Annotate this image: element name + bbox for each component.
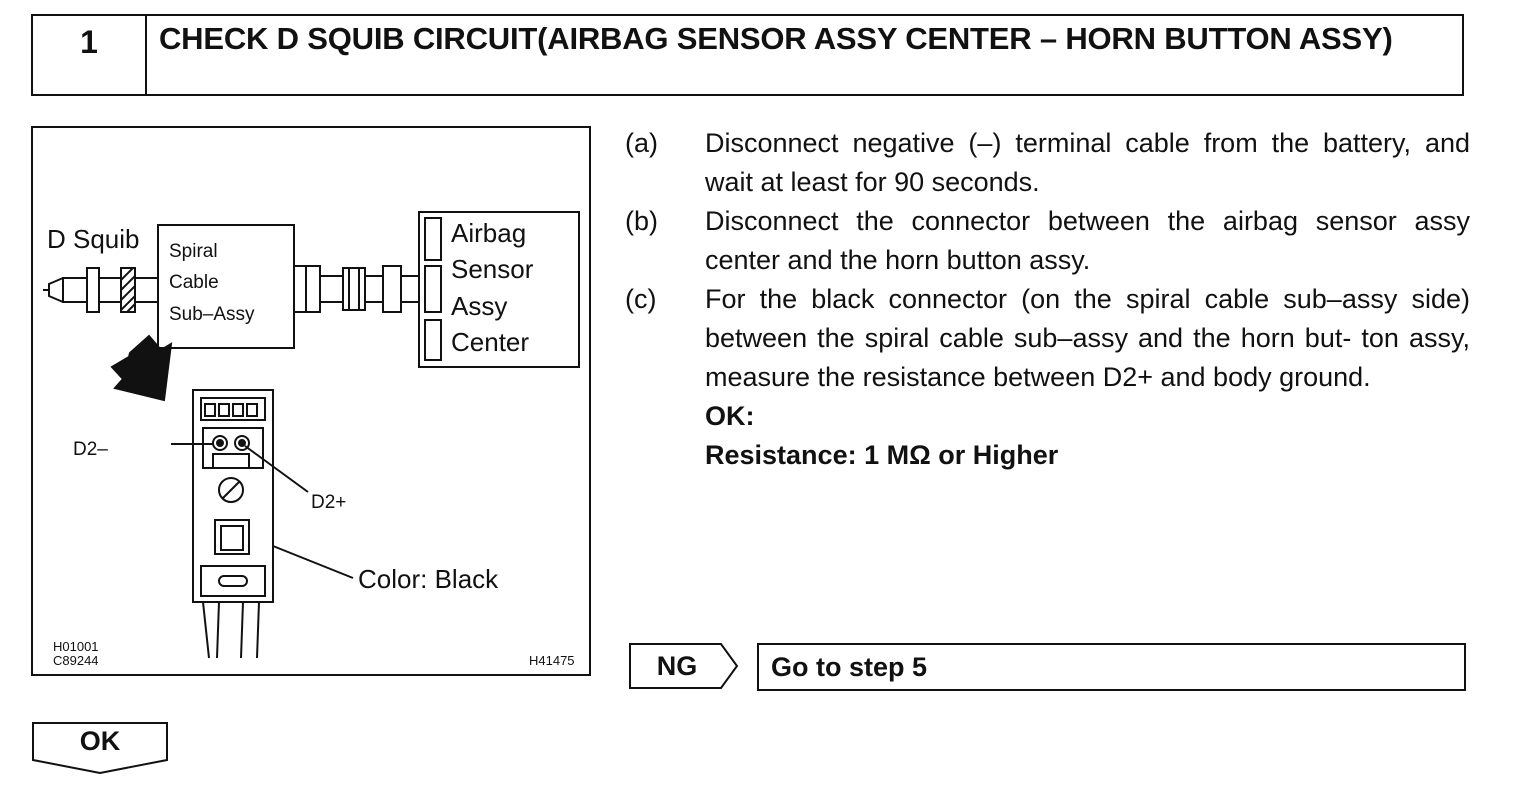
instruction-letter: (a): [625, 128, 658, 158]
black-connector-detail: [192, 389, 274, 659]
airbag-sensor-line-4: Center: [451, 327, 530, 357]
instruction-letter: (b): [625, 206, 658, 236]
d2-minus-label: D2–: [73, 439, 108, 460]
instruction-text: Disconnect the connector between the air…: [705, 206, 1470, 275]
ng-arrow-shape: [629, 643, 739, 689]
airbag-sensor-box: [418, 211, 580, 368]
ok-label: OK: [79, 726, 121, 756]
instruction-item: (a) Disconnect negative (–) terminal cab…: [625, 124, 1470, 202]
airbag-sensor-line-3: Assy: [451, 291, 508, 321]
figure-code-2: C89244: [53, 653, 99, 668]
spec-resistance: Resistance: 1 MΩ or Higher: [705, 440, 1059, 470]
instruction-item: (c) For the black connector (on the spir…: [625, 280, 1470, 397]
ng-indicator: NG: [629, 643, 739, 689]
arrow-icon: [110, 334, 173, 402]
diagram-drawing: [43, 211, 580, 659]
figure-code-right: H41475: [529, 653, 575, 668]
d2-plus-label: D2+: [311, 492, 347, 513]
airbag-sensor-line-1: Airbag: [451, 218, 527, 248]
color-label: Color: Black: [358, 564, 499, 594]
go-to-step-link[interactable]: Go to step 5: [757, 643, 1466, 691]
instruction-item: (b) Disconnect the connector between the…: [625, 202, 1470, 280]
ok-arrow-shape: [32, 722, 168, 775]
step-title: CHECK D SQUIB CIRCUIT(AIRBAG SENSOR ASSY…: [159, 21, 1393, 56]
instruction-text: Disconnect negative (–) terminal cable f…: [705, 128, 1470, 197]
instruction-text: For the black connector (on the spiral c…: [705, 284, 1470, 392]
step-header: 1 CHECK D SQUIB CIRCUIT(AIRBAG SENSOR AS…: [31, 14, 1464, 96]
figure-code-1: H01001: [53, 639, 99, 654]
airbag-sensor-line-2: Sensor: [451, 254, 534, 284]
step-number: 1: [33, 16, 147, 94]
spec-ok-label: OK:: [705, 401, 755, 431]
ng-label: NG: [656, 650, 698, 681]
ok-button[interactable]: OK: [32, 722, 168, 775]
spiral-cable-line-2: Cable: [169, 272, 219, 293]
color-leader: [272, 545, 354, 579]
instruction-list: (a) Disconnect negative (–) terminal cab…: [625, 124, 1470, 475]
spiral-cable-line-3: Sub–Assy: [169, 304, 255, 325]
d-squib-connector: [43, 267, 121, 313]
d2-plus-leader: [244, 445, 309, 493]
connector-diagram: D Squib Spiral Cable Sub–Assy Airbag Sen…: [31, 126, 591, 676]
middle-connector: [293, 265, 419, 313]
hatched-connector: [120, 267, 158, 313]
d-squib-label: D Squib: [47, 224, 140, 254]
spiral-cable-line-1: Spiral: [169, 241, 218, 262]
instruction-letter: (c): [625, 284, 657, 314]
